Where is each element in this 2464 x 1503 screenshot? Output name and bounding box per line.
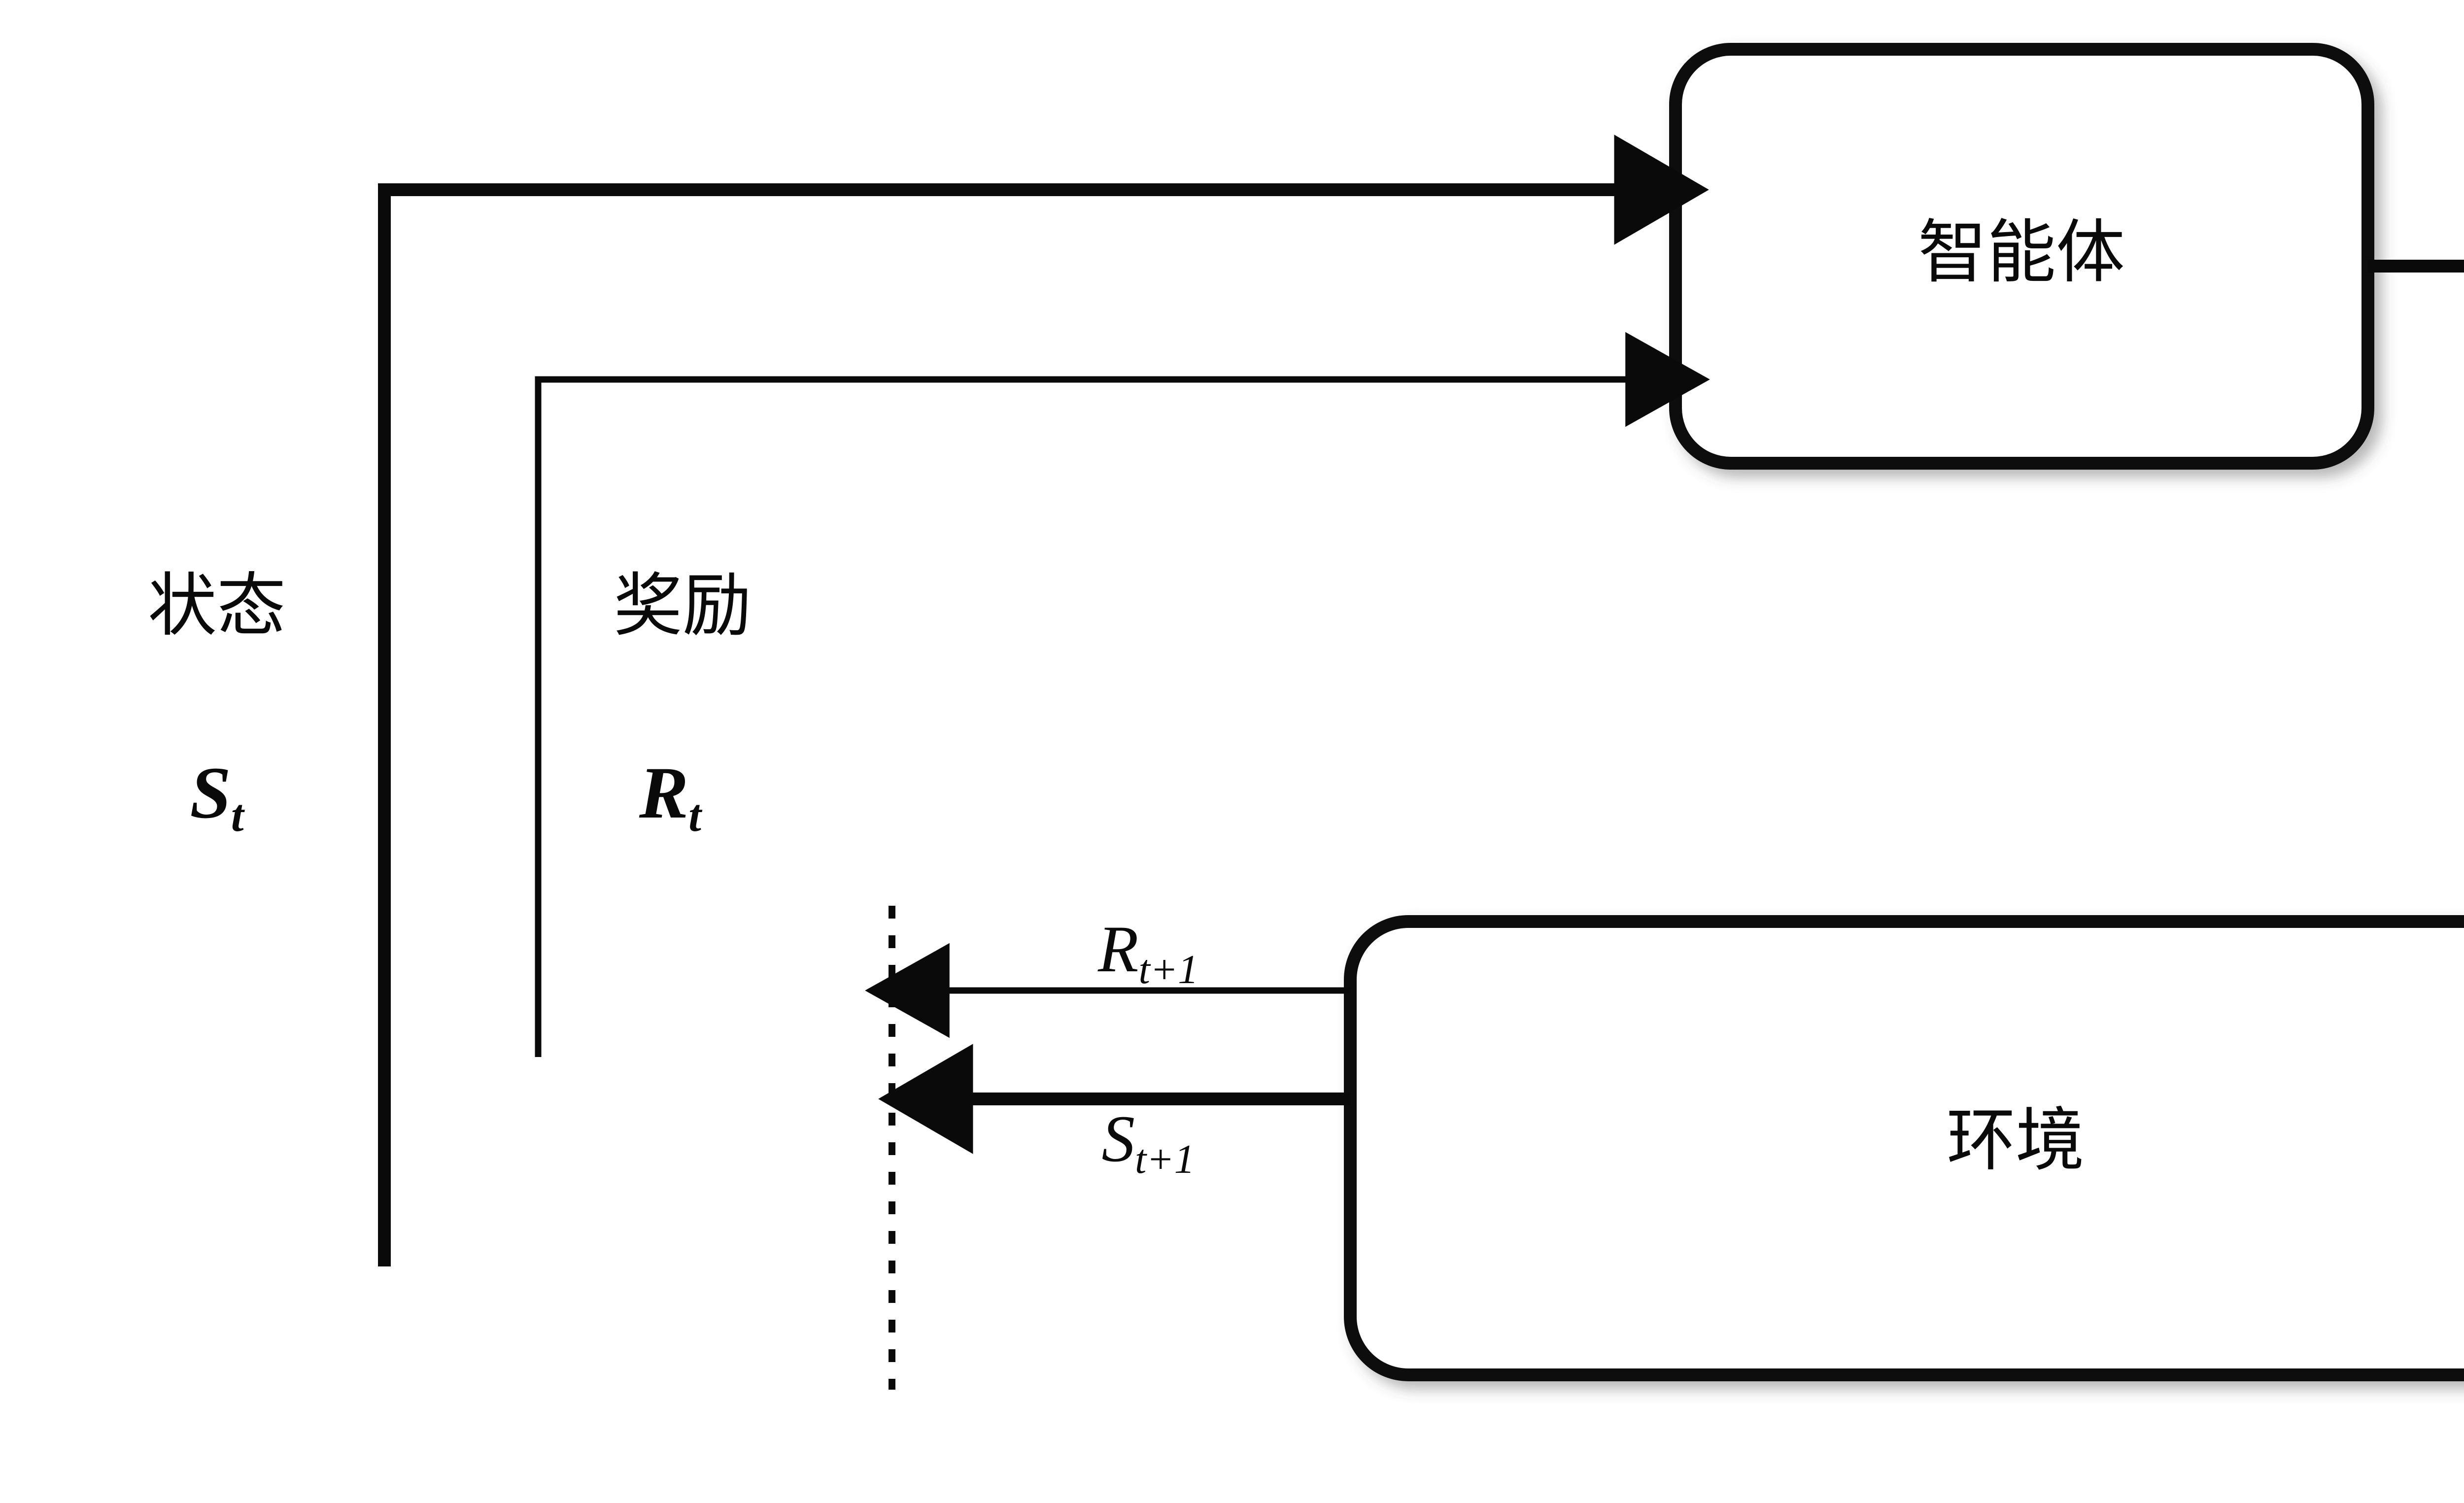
edge-state-to-agent (378, 135, 1709, 1266)
label-reward: 奖励 Rt (614, 568, 752, 841)
edge-reward-next-base: R (1097, 913, 1138, 986)
edge-label-state-next: St+1 (1101, 1102, 1195, 1182)
edge-reward-next-subscript: t+1 (1138, 947, 1198, 992)
state-symbol-subscript: t (231, 790, 245, 841)
environment-box[interactable] (1344, 915, 2464, 1381)
reward-symbol: Rt (639, 752, 703, 841)
node-agent[interactable]: 智能体 (1669, 43, 2374, 470)
label-state: 状态 St (148, 568, 286, 841)
edge-label-reward-next: Rt+1 (1097, 913, 1198, 992)
state-symbol-base: S (190, 752, 231, 834)
agent-box[interactable] (1669, 43, 2374, 470)
edge-state-next-base: S (1101, 1102, 1135, 1176)
agent-label: 智能体 (1918, 215, 2125, 291)
node-environment[interactable]: 环境 (1344, 915, 2464, 1381)
edge-reward-to-agent (535, 332, 1710, 1057)
reward-symbol-subscript: t (688, 790, 703, 841)
state-symbol: St (190, 752, 245, 841)
reward-label-text: 奖励 (614, 568, 752, 645)
environment-label: 环境 (1947, 1103, 2085, 1179)
state-label-text: 状态 (148, 568, 286, 645)
reward-symbol-base: R (639, 752, 688, 834)
edge-state-next-subscript: t+1 (1135, 1136, 1195, 1182)
